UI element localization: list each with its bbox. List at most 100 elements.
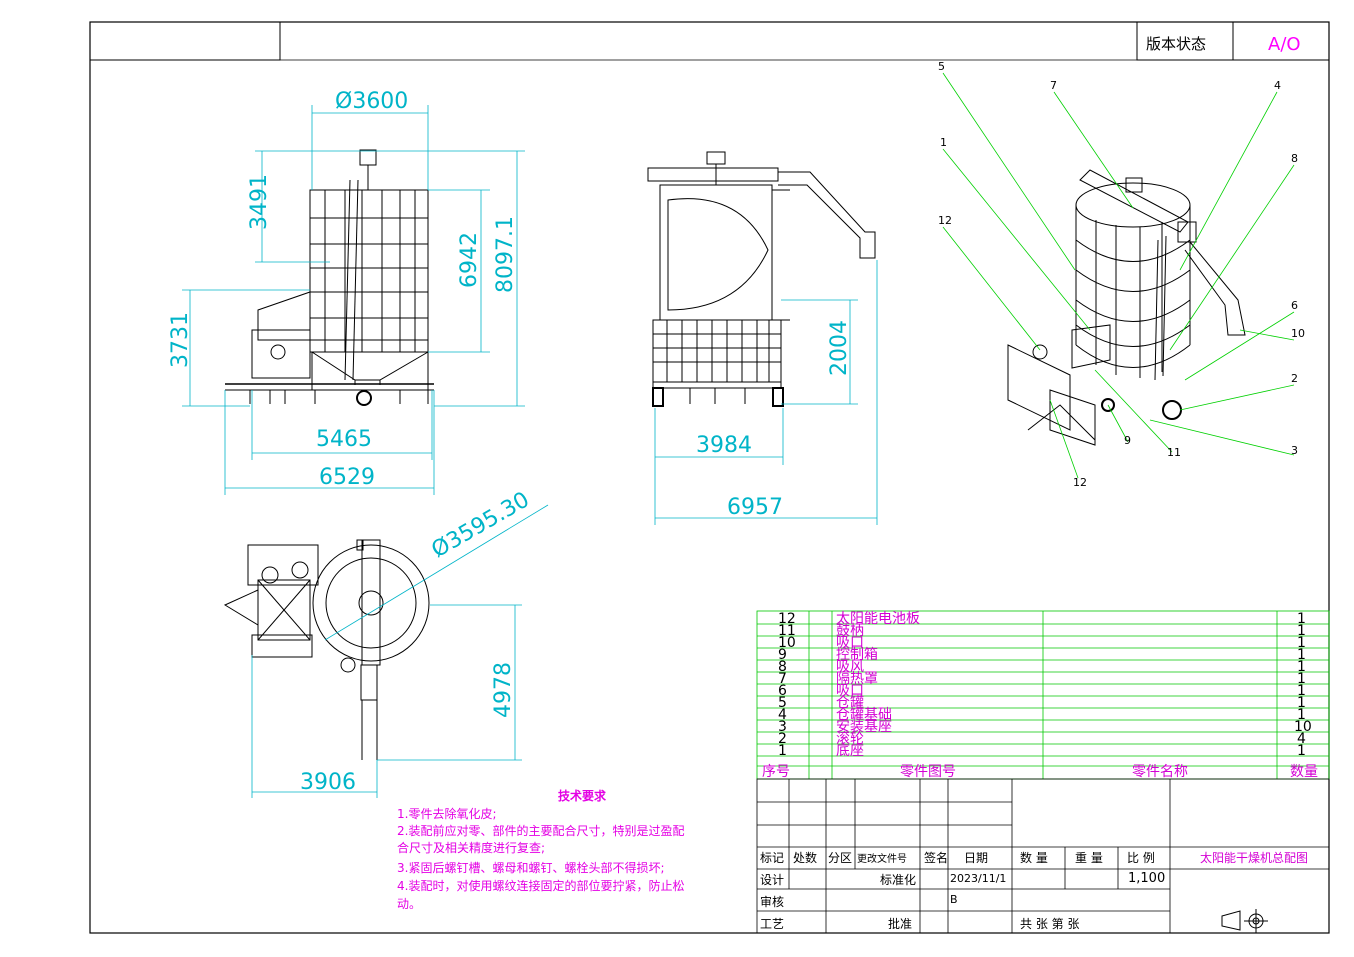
bom-qty: 10: [1294, 719, 1312, 735]
tech-line-1: 1.零件去除氧化皮;: [397, 806, 497, 821]
balloon-5: 5: [938, 60, 945, 73]
bom-qty: 1: [1297, 635, 1306, 651]
bom-header-qty: 数量: [1290, 764, 1318, 780]
tb-mark: 标记: [760, 851, 784, 865]
tech-requirements: 技术要求 1.零件去除氧化皮; 2.装配前应对零、部件的主要配合尺寸，特别是过盈…: [397, 788, 684, 911]
dim-4978: 4978: [491, 662, 516, 718]
bom-qty: 1: [1297, 659, 1306, 675]
tech-line-2: 2.装配前应对零、部件的主要配合尺寸，特别是过盈配: [397, 823, 684, 838]
bom-name: 太阳能电池板: [836, 611, 920, 627]
tb-approve: 批准: [888, 916, 912, 931]
bom-name: 仓罐基础: [836, 706, 892, 723]
tb-change-doc: 更改文件号: [857, 852, 907, 865]
top-dimensions: [251, 504, 549, 798]
bom-qty: 1: [1297, 647, 1306, 663]
tb-scale: 1,100: [1128, 871, 1165, 886]
balloon-9: 9: [1124, 434, 1131, 447]
top-view: [223, 539, 430, 760]
dim-top-view-diameter: Ø3595.30: [428, 487, 534, 563]
balloon-10: 10: [1291, 327, 1305, 340]
title-block-text: 标记 处数 分区 更改文件号 签名 日期 数 量 重 量 比 例 太阳能干燥机总…: [760, 850, 1308, 931]
bom-qty: 1: [1297, 707, 1306, 723]
bom-seq: 2: [778, 731, 787, 747]
bom-name: 吸风: [836, 659, 864, 675]
balloon-3: 3: [1291, 444, 1298, 457]
top-left-box: [89, 21, 281, 61]
balloon-8: 8: [1291, 152, 1298, 165]
tb-craft: 工艺: [760, 917, 784, 931]
bom-name: 滚轮: [836, 730, 864, 747]
bom-seq: 6: [778, 683, 787, 699]
bom-seq: 5: [778, 695, 787, 711]
title-block: [756, 778, 1330, 934]
dim-8097: 8097.1: [493, 216, 518, 293]
bom-seq: 9: [778, 647, 787, 663]
dim-2004: 2004: [827, 320, 852, 376]
tb-standard: 标准化: [880, 873, 916, 887]
dim-top-diameter: Ø3600: [335, 89, 408, 114]
bom-seq: 4: [778, 707, 787, 723]
bom-qty: 1: [1297, 683, 1306, 699]
drawing-name: 太阳能干燥机总配图: [1200, 850, 1308, 865]
bom-name: 吸口: [836, 683, 864, 699]
bom-header-seq: 序号: [762, 764, 790, 780]
bom-name: 安装基座: [836, 718, 892, 735]
bom-name: 底座: [836, 743, 864, 759]
version-label: 版本状态: [1146, 35, 1206, 53]
balloon-4: 4: [1274, 79, 1281, 92]
tb-design: 设计: [760, 873, 784, 887]
bom-seq: 3: [778, 719, 787, 735]
bom-qty: 1: [1297, 743, 1306, 759]
balloon-2: 2: [1291, 372, 1298, 385]
bom-table: [756, 610, 1330, 780]
tb-review: 审核: [760, 894, 784, 909]
tb-date-value: 2023/11/1: [950, 872, 1006, 885]
dim-3491: 3491: [247, 174, 272, 230]
bom-seq: 1: [778, 743, 787, 759]
tech-title: 技术要求: [558, 788, 607, 803]
side-dimensions: [654, 260, 878, 525]
iso-balloons: 5 7 4 8 1 12 6 10 2 3 9 11 12: [938, 60, 1305, 489]
balloon-6: 6: [1291, 299, 1298, 312]
front-view: [225, 149, 434, 406]
bom-name: 隔热罩: [836, 671, 878, 687]
iso-leaders: [942, 72, 1295, 479]
isometric-view: [1007, 169, 1246, 446]
bom-qty: 1: [1297, 623, 1306, 639]
tech-line-5: 4.装配时，对使用螺纹连接固定的部位要拧紧，防止松: [397, 878, 684, 893]
bom-header-part-no: 零件图号: [900, 764, 956, 780]
balloon-11: 11: [1167, 446, 1181, 459]
tech-line-3: 合尺寸及相关精度进行复查;: [397, 840, 545, 855]
bom-qty: 4: [1297, 731, 1306, 747]
tb-zone: 分区: [828, 851, 852, 865]
dim-3984: 3984: [696, 433, 752, 458]
tb-weight: 重 量: [1075, 851, 1103, 865]
bom-qty: 1: [1297, 671, 1306, 687]
balloon-12a: 12: [938, 214, 952, 227]
bom-seq: 12: [778, 611, 796, 627]
bom-name: 仓罐: [836, 695, 864, 711]
version-value: A/O: [1268, 34, 1301, 55]
dim-6942: 6942: [457, 232, 482, 288]
projection-symbol: [1221, 909, 1268, 933]
outer-border: [89, 21, 1330, 934]
bom-name: 鼓柄: [836, 623, 864, 639]
tb-mark-b: B: [950, 893, 958, 906]
tech-line-4: 3.紧固后螺钉槽、螺母和螺钉、螺栓头部不得损坏;: [397, 860, 665, 875]
tb-sheets: 共 张 第 张: [1020, 917, 1079, 931]
front-dimensions: [182, 105, 525, 495]
tb-count: 处数: [793, 850, 817, 865]
tech-line-6: 动。: [397, 897, 421, 911]
dim-6529: 6529: [319, 465, 375, 490]
tb-sign: 签名: [924, 850, 948, 865]
tb-qty: 数 量: [1020, 850, 1048, 865]
dim-3906: 3906: [300, 770, 356, 795]
bom-seq: 11: [778, 623, 796, 639]
bom-header-part-name: 零件名称: [1132, 764, 1188, 780]
bom-seq: 10: [778, 635, 796, 651]
bom-name: 吸口: [836, 635, 864, 651]
bom-seq: 7: [778, 671, 787, 687]
balloon-7: 7: [1050, 79, 1057, 92]
